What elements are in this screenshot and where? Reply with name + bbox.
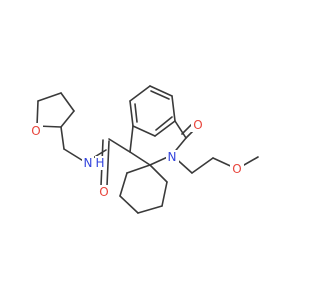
methoxy-oxygen-label: O bbox=[232, 162, 241, 176]
bond bbox=[134, 103, 138, 123]
molecule-structure: O N H O O N O bbox=[30, 85, 259, 214]
bond bbox=[154, 120, 176, 137]
bond bbox=[132, 125, 156, 137]
bond bbox=[63, 148, 86, 163]
structure-canvas: O N H O O N O bbox=[30, 85, 259, 214]
bond bbox=[129, 100, 134, 127]
bond bbox=[126, 164, 151, 174]
bond bbox=[60, 126, 65, 150]
bond bbox=[129, 151, 151, 166]
ring-nitrogen-label: N bbox=[168, 150, 177, 164]
bond bbox=[149, 85, 173, 97]
amide-nitrogen-label: N bbox=[84, 156, 93, 170]
bond bbox=[119, 195, 139, 214]
oxygen-atom-label: O bbox=[31, 124, 40, 138]
bond bbox=[137, 205, 163, 214]
bond bbox=[150, 90, 170, 100]
bond bbox=[155, 116, 173, 131]
bond bbox=[37, 92, 62, 102]
bond-layer bbox=[36, 85, 259, 214]
bond bbox=[161, 181, 168, 207]
bond bbox=[108, 138, 131, 153]
bond bbox=[36, 100, 39, 127]
bond bbox=[129, 85, 151, 102]
bond bbox=[129, 125, 134, 153]
bond bbox=[119, 172, 128, 197]
bond bbox=[171, 95, 176, 122]
atom-label-layer: O N H O O N O bbox=[30, 118, 244, 199]
bond bbox=[60, 92, 75, 112]
bond bbox=[191, 157, 214, 174]
bond bbox=[60, 110, 75, 128]
bond bbox=[149, 164, 168, 183]
bond bbox=[106, 140, 110, 187]
bond bbox=[181, 123, 193, 135]
bond bbox=[174, 120, 187, 139]
amide-hydrogen-label: H bbox=[95, 156, 104, 170]
lactam-oxygen-label: O bbox=[193, 118, 202, 132]
amide-oxygen-label: O bbox=[99, 185, 108, 199]
